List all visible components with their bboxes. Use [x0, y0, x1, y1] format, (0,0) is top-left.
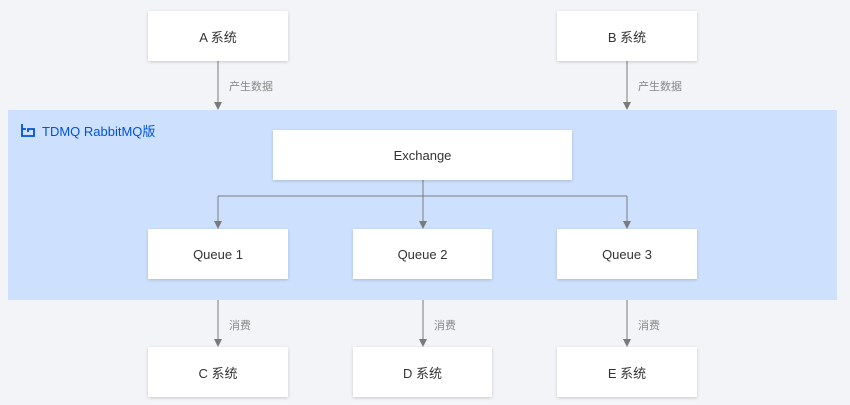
consumer-c-label: C 系统 — [198, 365, 238, 381]
queue-1-box: Queue 1 — [148, 229, 288, 279]
producer-a-box: A 系统 — [148, 11, 288, 61]
queue-3-box: Queue 3 — [557, 229, 697, 279]
exchange-label: Exchange — [393, 147, 452, 163]
tdmq-icon — [20, 123, 36, 137]
region-title: TDMQ RabbitMQ版 — [20, 121, 155, 139]
producer-a-label: A 系统 — [199, 29, 237, 45]
producer-b-label: B 系统 — [607, 29, 647, 45]
consume-label-d: 消费 — [434, 320, 456, 332]
region-title-text: TDMQ RabbitMQ版 — [42, 123, 156, 139]
consumer-d-label: D 系统 — [402, 365, 442, 381]
produce-label-a: 产生数据 — [229, 81, 273, 93]
exchange-box: Exchange — [273, 130, 572, 180]
queue-2-box: Queue 2 — [353, 229, 492, 279]
consume-label-c: 消费 — [229, 320, 251, 332]
queue-3-label: Queue 3 — [602, 246, 652, 262]
consume-label-e: 消费 — [638, 320, 660, 332]
consumer-e-box: E 系统 — [557, 347, 697, 397]
queue-2-label: Queue 2 — [397, 246, 448, 262]
consumer-c-box: C 系统 — [148, 347, 288, 397]
queue-1-label: Queue 1 — [193, 246, 243, 262]
consumer-d-box: D 系统 — [353, 347, 492, 397]
produce-label-b: 产生数据 — [638, 81, 682, 93]
producer-b-box: B 系统 — [557, 11, 697, 61]
consumer-e-label: E 系统 — [607, 365, 647, 381]
